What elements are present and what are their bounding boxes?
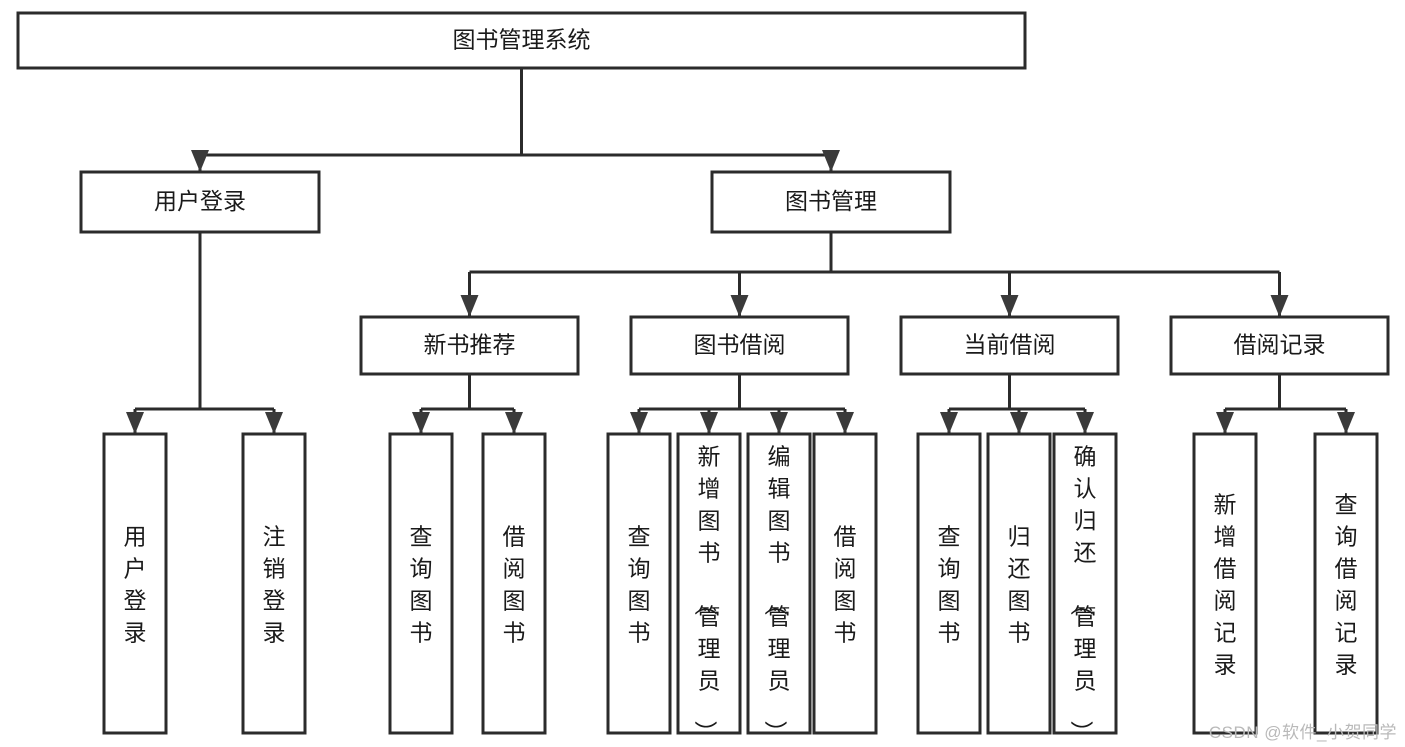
node-label: 借阅图书 [503,523,526,645]
node-leaf-query-book-borrow[interactable]: 查询图书 [606,432,672,735]
node-box [102,432,168,735]
arrow-head-icon [505,412,523,434]
arrow-head-icon [770,412,788,434]
node-leaf-add-borrow-record[interactable]: 新增借阅记录 [1192,432,1258,735]
node-label: 编辑图书（管理员） [763,443,791,743]
watermark-text: CSDN @软件_小贺同学 [1208,723,1397,742]
node-borrow-record[interactable]: 借阅记录 [1169,315,1390,376]
node-label: 新增借阅记录 [1214,491,1237,677]
arrow-head-icon [730,295,749,317]
arrow-head-icon [836,412,854,434]
node-box [812,432,878,735]
arrow-head-icon [265,412,283,434]
node-leaf-borrow-book-rec[interactable]: 借阅图书 [481,432,547,735]
node-box [1192,432,1258,735]
node-box [606,432,672,735]
node-box [388,432,454,735]
arrow-head-icon [940,412,958,434]
node-label: 借阅图书 [834,523,857,645]
arrow-head-icon [1270,295,1289,317]
node-book-borrow[interactable]: 图书借阅 [629,315,850,376]
node-box [1052,432,1118,735]
node-label: 当前借阅 [964,332,1056,358]
node-box [676,432,742,735]
node-box [746,432,812,735]
node-label: 图书管理 [785,188,877,214]
node-label: 查询图书 [628,523,651,645]
node-label: 查询借阅记录 [1335,491,1358,677]
node-label: 图书管理系统 [453,27,591,53]
node-user-login[interactable]: 用户登录 [79,170,321,234]
arrow-head-icon [1076,412,1094,434]
connector-layer [126,68,1355,434]
node-leaf-query-book-current[interactable]: 查询图书 [916,432,982,735]
node-label: 确认归还（管理员） [1069,443,1097,743]
node-label: 注销登录 [263,523,286,645]
arrow-head-icon [460,295,479,317]
node-label: 新增图书（管理员） [693,443,721,743]
node-label: 查询图书 [410,523,433,645]
node-box [899,315,1120,376]
arrow-head-icon [1010,412,1028,434]
node-box [710,170,952,234]
node-box [1313,432,1379,735]
arrow-head-icon [1000,295,1019,317]
node-box [241,432,307,735]
node-box [986,432,1052,735]
node-leaf-user-login[interactable]: 用户登录 [102,432,168,735]
arrow-head-icon [1216,412,1234,434]
node-label: 用户登录 [154,188,246,214]
node-leaf-return-book[interactable]: 归还图书 [986,432,1052,735]
node-leaf-add-book-admin[interactable]: 新增图书（管理员） [676,432,742,743]
node-box [481,432,547,735]
node-leaf-edit-book-admin[interactable]: 编辑图书（管理员） [746,432,812,743]
node-root[interactable]: 图书管理系统 [16,11,1027,70]
node-box [359,315,580,376]
arrow-head-icon [1337,412,1355,434]
node-leaf-query-borrow-record[interactable]: 查询借阅记录 [1313,432,1379,735]
node-label: 用户登录 [124,523,147,645]
node-current-borrow[interactable]: 当前借阅 [899,315,1120,376]
node-label: 图书借阅 [694,332,786,358]
arrow-head-icon [191,150,209,172]
node-label: 查询图书 [938,523,961,645]
node-label: 新书推荐 [424,332,516,358]
node-box [1169,315,1390,376]
node-leaf-confirm-return-admin[interactable]: 确认归还（管理员） [1052,432,1118,743]
node-box [916,432,982,735]
arrow-head-icon [700,412,718,434]
node-label: 借阅记录 [1234,332,1326,358]
node-book-manage[interactable]: 图书管理 [710,170,952,234]
node-leaf-borrow-book[interactable]: 借阅图书 [812,432,878,735]
node-layer: 图书管理系统用户登录图书管理新书推荐图书借阅当前借阅借阅记录用户登录注销登录查询… [16,11,1390,743]
arrow-head-icon [126,412,144,434]
arrow-head-icon [822,150,840,172]
arrow-head-icon [630,412,648,434]
node-leaf-query-book-rec[interactable]: 查询图书 [388,432,454,735]
node-leaf-logout[interactable]: 注销登录 [241,432,307,735]
arrow-head-icon [412,412,430,434]
node-box [16,11,1027,70]
node-box [629,315,850,376]
node-label: 归还图书 [1008,523,1031,645]
node-new-book-recommend[interactable]: 新书推荐 [359,315,580,376]
node-box [79,170,321,234]
